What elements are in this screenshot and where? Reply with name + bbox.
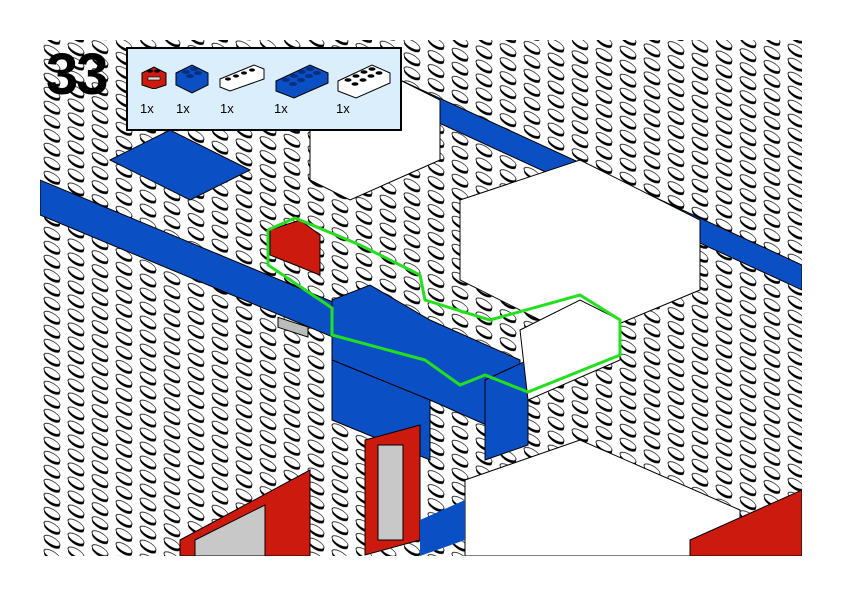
blue-wall-inner bbox=[108, 129, 252, 201]
parts-list-callout: 1x 1x 1x 1x 1x bbox=[126, 47, 402, 131]
part-qty: 1x bbox=[336, 101, 350, 116]
window-glass bbox=[194, 504, 266, 556]
step-number: 33 bbox=[46, 42, 108, 107]
red-brick-new bbox=[269, 219, 321, 276]
white-1x4-brick-icon bbox=[219, 64, 265, 92]
blue-pillar bbox=[484, 359, 529, 461]
white-block bbox=[459, 159, 701, 341]
red-grille-brick-icon bbox=[141, 66, 167, 89]
part-qty: 1x bbox=[176, 101, 190, 116]
blue-2x4-brick-icon bbox=[275, 64, 329, 99]
grille bbox=[277, 316, 309, 338]
part-qty: 1x bbox=[140, 101, 154, 116]
part-qty: 1x bbox=[274, 101, 288, 116]
blue-2x2-brick-icon bbox=[175, 64, 209, 94]
white-2x4-brick-icon bbox=[337, 64, 391, 99]
blue-floor-strip bbox=[420, 500, 465, 556]
red-window-frame bbox=[689, 489, 802, 556]
new-parts-highlight-outline bbox=[266, 216, 622, 394]
part-qty: 1x bbox=[220, 101, 234, 116]
door-glass bbox=[377, 444, 404, 541]
